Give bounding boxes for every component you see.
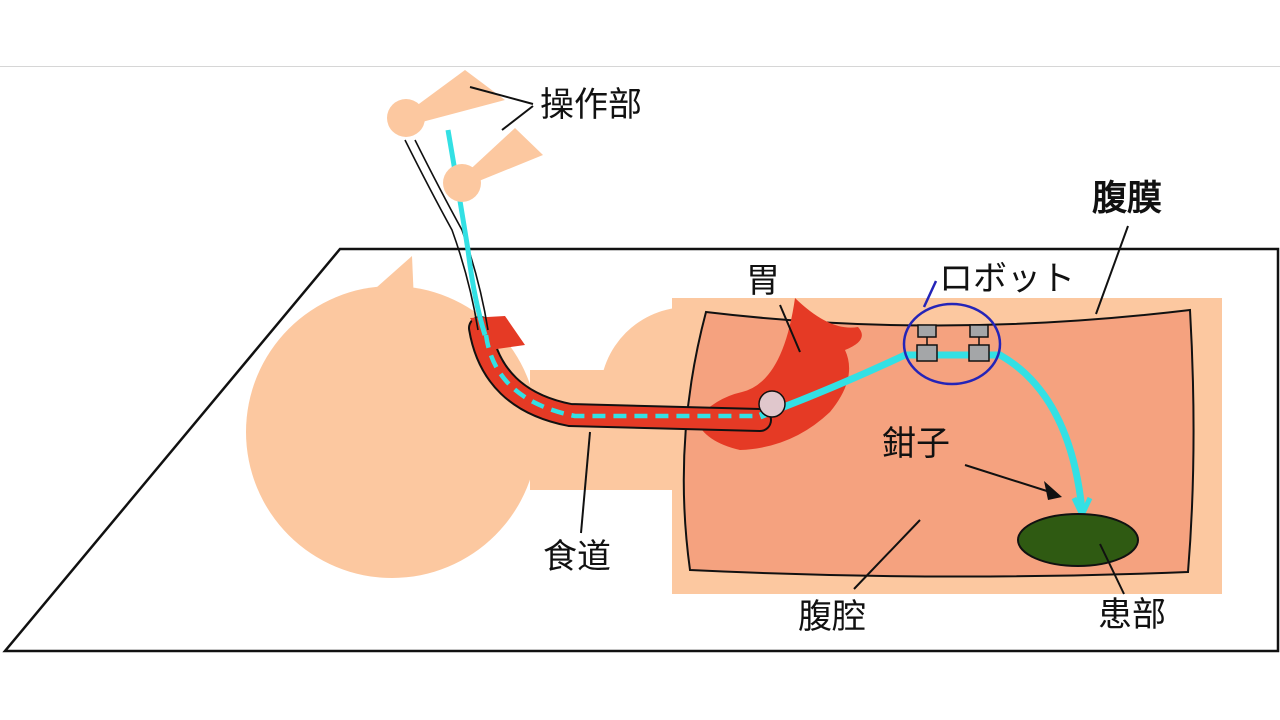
lesion (1017, 513, 1139, 567)
label-control-unit: 操作部 (540, 85, 642, 125)
robot-leader-line (922, 280, 938, 308)
robot-arm-left (916, 324, 938, 362)
patient-head (246, 286, 538, 578)
top-divider (0, 66, 1280, 67)
control-handle-bottom (462, 128, 543, 183)
label-abdominal-cavity: 腹腔 (798, 597, 866, 637)
label-peritoneum: 腹膜 (1092, 179, 1162, 219)
label-robot: ロボット (939, 259, 1075, 299)
control-unit (387, 70, 543, 202)
robot-highlight-circle (902, 302, 1002, 386)
label-esophagus: 食道 (543, 537, 611, 577)
control-handle-top (408, 70, 505, 122)
gastric-port (758, 390, 786, 418)
patient-nose (368, 256, 414, 302)
control-cable (404, 139, 479, 331)
label-lesion: 患部 (1098, 595, 1166, 635)
leader-lines (469, 86, 1129, 595)
forceps-arrowhead (1044, 481, 1062, 500)
robot-arm-right (968, 324, 990, 362)
label-stomach: 胃 (746, 261, 780, 301)
label-forceps: 鉗子 (882, 424, 950, 464)
